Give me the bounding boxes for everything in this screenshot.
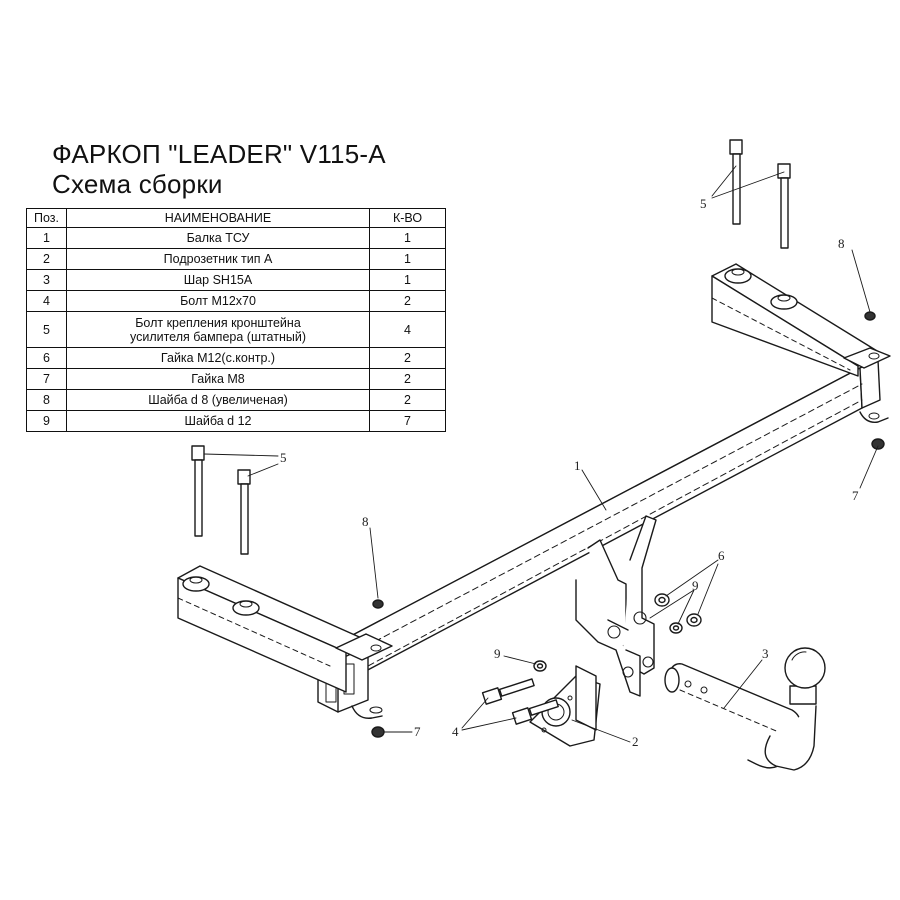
row-pos: 9: [26, 410, 67, 432]
row-qty: 7: [369, 410, 446, 432]
row-name: Болт крепления кронштейна усилителя бамп…: [66, 311, 370, 348]
callout-5-left: 5: [280, 450, 287, 465]
callout-8-right: 8: [838, 236, 845, 251]
hitch-bracket: [575, 515, 657, 697]
tow-ball: [664, 647, 826, 771]
callout-7-right: 7: [852, 488, 859, 503]
bolts-5-top: [729, 139, 791, 249]
callouts: 5 8 7 5 8 1 6 9 3 9 4 2 7: [280, 196, 859, 749]
parts-table-header: Поз. НАИМЕНОВАНИЕ К-ВО: [26, 208, 446, 228]
callout-6: 6: [718, 548, 725, 563]
row-name: Подрозетник тип А: [66, 248, 370, 270]
callout-5-top: 5: [700, 196, 707, 211]
leader-lines: [203, 165, 879, 743]
left-side-bracket: [177, 565, 393, 693]
row-qty: 4: [369, 311, 446, 348]
bolts-5-left: [191, 445, 251, 555]
callout-2: 2: [632, 734, 639, 749]
fasteners-small: [371, 311, 885, 738]
callout-7-left: 7: [414, 724, 421, 739]
callout-9-right: 9: [692, 578, 699, 593]
callout-3: 3: [762, 646, 769, 661]
callout-1: 1: [574, 458, 581, 473]
socket-plate: [529, 665, 601, 747]
callout-9-left: 9: [494, 646, 501, 661]
drawing-subtitle: Схема сборки: [52, 169, 223, 199]
header-pos: Поз.: [26, 208, 67, 228]
callout-8-left: 8: [362, 514, 369, 529]
callout-4: 4: [452, 724, 459, 739]
row-name: Шайба d 12: [66, 410, 370, 432]
right-side-bracket: [711, 263, 891, 423]
row-pos: 5: [26, 311, 67, 348]
row-name: Шайба d 8 (увеличеная): [66, 389, 370, 411]
drawing-title: ФАРКОП "LEADER" V115-A: [52, 139, 386, 169]
